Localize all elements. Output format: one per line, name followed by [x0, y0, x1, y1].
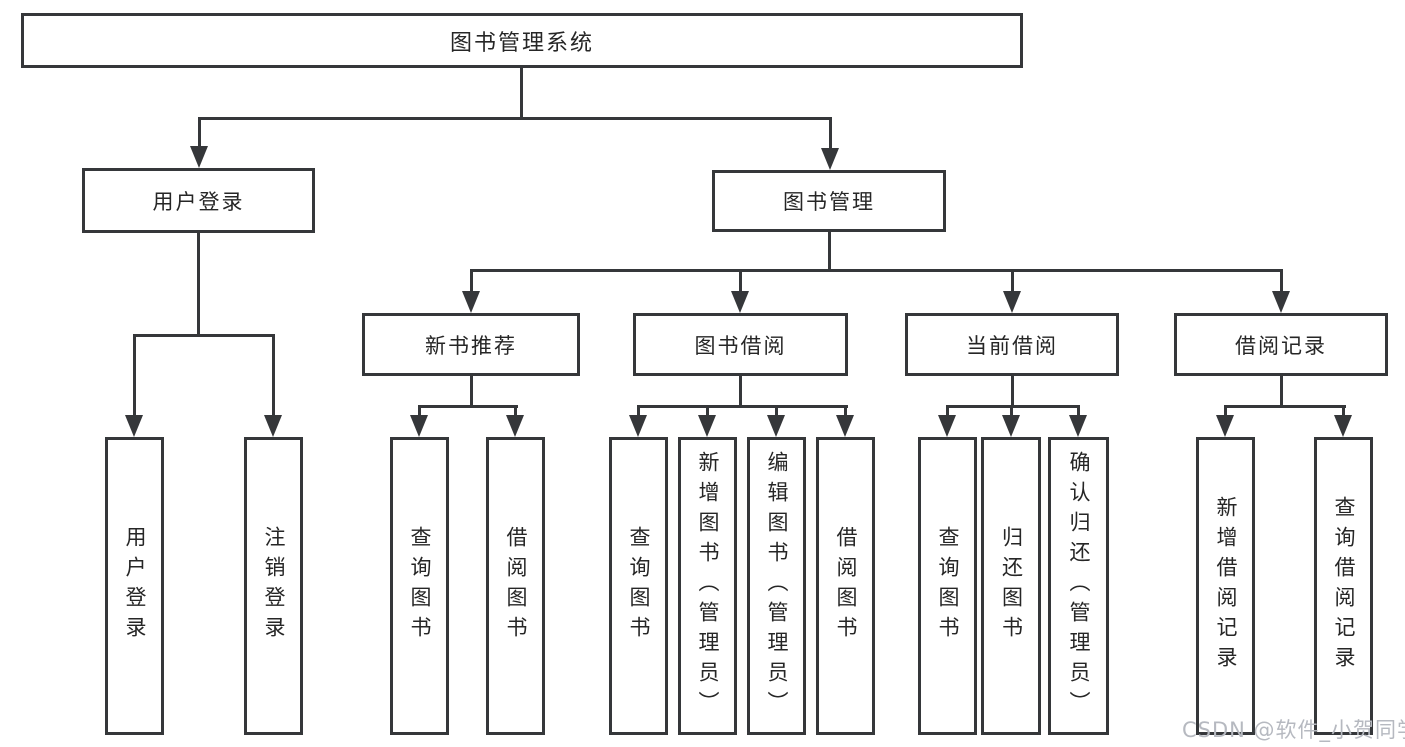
arrow-down-icon: [836, 415, 854, 437]
leaf-query-borrow-record-label: 查询借阅记录: [1332, 496, 1356, 676]
leaf-confirm-return-admin-label: 确认归还（管理员）: [1067, 451, 1091, 721]
leaf-add-book-admin: 新增图书（管理员）: [678, 437, 737, 735]
connector-drop: [1010, 405, 1013, 418]
arrow-down-icon: [462, 291, 480, 313]
connector-borrowrecords-hbar: [1224, 405, 1346, 408]
connector-newbook-stem: [470, 376, 473, 408]
connector-drop-book-borrow: [739, 269, 742, 293]
leaf-borrow-book-2-label: 借阅图书: [834, 526, 858, 646]
leaf-return-book: 归还图书: [981, 437, 1041, 735]
arrow-down-icon: [1216, 415, 1234, 437]
connector-drop-new-book: [470, 269, 473, 293]
connector-drop: [1224, 405, 1227, 418]
arrow-down-icon: [698, 415, 716, 437]
arrow-down-icon: [938, 415, 956, 437]
node-book-management: 图书管理: [712, 170, 946, 232]
leaf-query-book-1: 查询图书: [390, 437, 449, 735]
connector-drop: [706, 405, 709, 418]
leaf-borrow-book-2: 借阅图书: [816, 437, 875, 735]
leaf-query-book-3: 查询图书: [918, 437, 977, 735]
connector-currentborrow-hbar: [946, 405, 1080, 408]
arrow-down-icon: [190, 146, 208, 168]
connector-bookborrow-stem: [739, 376, 742, 408]
connector-drop: [637, 405, 640, 418]
node-new-book-recommend-label: 新书推荐: [425, 333, 517, 358]
arrow-down-icon: [731, 291, 749, 313]
connector-drop-borrow-records: [1280, 269, 1283, 293]
connector-currentborrow-stem: [1011, 376, 1014, 408]
arrow-down-icon: [1272, 291, 1290, 313]
csdn-watermark: CSDN @软件_小贺同学: [1182, 718, 1405, 742]
arrow-down-icon: [264, 415, 282, 437]
connector-drop: [514, 405, 517, 418]
connector-drop-user-login: [198, 117, 201, 149]
leaf-query-book-1-label: 查询图书: [408, 526, 432, 646]
leaf-add-book-admin-label: 新增图书（管理员）: [696, 451, 720, 721]
node-user-login-label: 用户登录: [152, 189, 245, 214]
arrow-down-icon: [821, 148, 839, 170]
leaf-logout: 注销登录: [244, 437, 303, 735]
leaf-confirm-return-admin: 确认归还（管理员）: [1048, 437, 1109, 735]
leaf-query-book-2: 查询图书: [609, 437, 668, 735]
node-book-management-label: 图书管理: [783, 190, 875, 214]
arrow-down-icon: [125, 415, 143, 437]
connector-book-mgmt-stem: [828, 232, 831, 272]
connector-root-hbar: [198, 117, 832, 120]
leaf-add-borrow-record: 新增借阅记录: [1196, 437, 1255, 735]
node-user-login: 用户登录: [82, 168, 315, 233]
connector-user-login-stem: [197, 233, 200, 337]
arrow-down-icon: [1334, 415, 1352, 437]
connector-drop-current-borrow: [1011, 269, 1014, 293]
connector-bookborrow-hbar: [637, 405, 848, 408]
connector-drop-leaf-user-login: [133, 334, 136, 417]
arrow-down-icon: [1003, 291, 1021, 313]
connector-drop: [775, 405, 778, 418]
arrow-down-icon: [629, 415, 647, 437]
connector-newbook-hbar: [418, 405, 518, 408]
connector-borrowrecords-stem: [1280, 376, 1283, 408]
connector-drop: [418, 405, 421, 418]
node-root: 图书管理系统: [21, 13, 1023, 68]
leaf-logout-label: 注销登录: [262, 526, 286, 646]
leaf-edit-book-admin-label: 编辑图书（管理员）: [765, 451, 789, 721]
node-borrow-records-label: 借阅记录: [1235, 333, 1327, 358]
connector-user-login-hbar: [133, 334, 275, 337]
connector-drop: [844, 405, 847, 418]
arrow-down-icon: [1069, 415, 1087, 437]
leaf-return-book-label: 归还图书: [999, 526, 1024, 646]
leaf-borrow-book-1: 借阅图书: [486, 437, 545, 735]
node-new-book-recommend: 新书推荐: [362, 313, 580, 376]
leaf-user-login: 用户登录: [105, 437, 164, 735]
leaf-user-login-label: 用户登录: [123, 526, 147, 646]
arrow-down-icon: [1002, 415, 1020, 437]
leaf-query-borrow-record: 查询借阅记录: [1314, 437, 1373, 735]
leaf-query-book-3-label: 查询图书: [936, 526, 960, 646]
leaf-query-book-2-label: 查询图书: [627, 526, 651, 646]
connector-drop: [1077, 405, 1080, 418]
leaf-borrow-book-1-label: 借阅图书: [504, 526, 528, 646]
leaf-add-borrow-record-label: 新增借阅记录: [1214, 496, 1238, 676]
arrow-down-icon: [410, 415, 428, 437]
node-borrow-records: 借阅记录: [1174, 313, 1388, 376]
node-book-borrow: 图书借阅: [633, 313, 848, 376]
connector-book-mgmt-hbar: [470, 269, 1283, 272]
node-current-borrow: 当前借阅: [905, 313, 1119, 376]
arrow-down-icon: [767, 415, 785, 437]
connector-drop-book-management: [829, 117, 832, 150]
leaf-edit-book-admin: 编辑图书（管理员）: [747, 437, 806, 735]
connector-drop: [1342, 405, 1345, 418]
arrow-down-icon: [506, 415, 524, 437]
connector-drop: [946, 405, 949, 418]
node-book-borrow-label: 图书借阅: [694, 333, 787, 358]
node-root-label: 图书管理系统: [449, 30, 594, 56]
connector-drop-leaf-logout: [272, 334, 275, 417]
node-current-borrow-label: 当前借阅: [966, 333, 1058, 358]
connector-root-stem: [520, 68, 523, 117]
